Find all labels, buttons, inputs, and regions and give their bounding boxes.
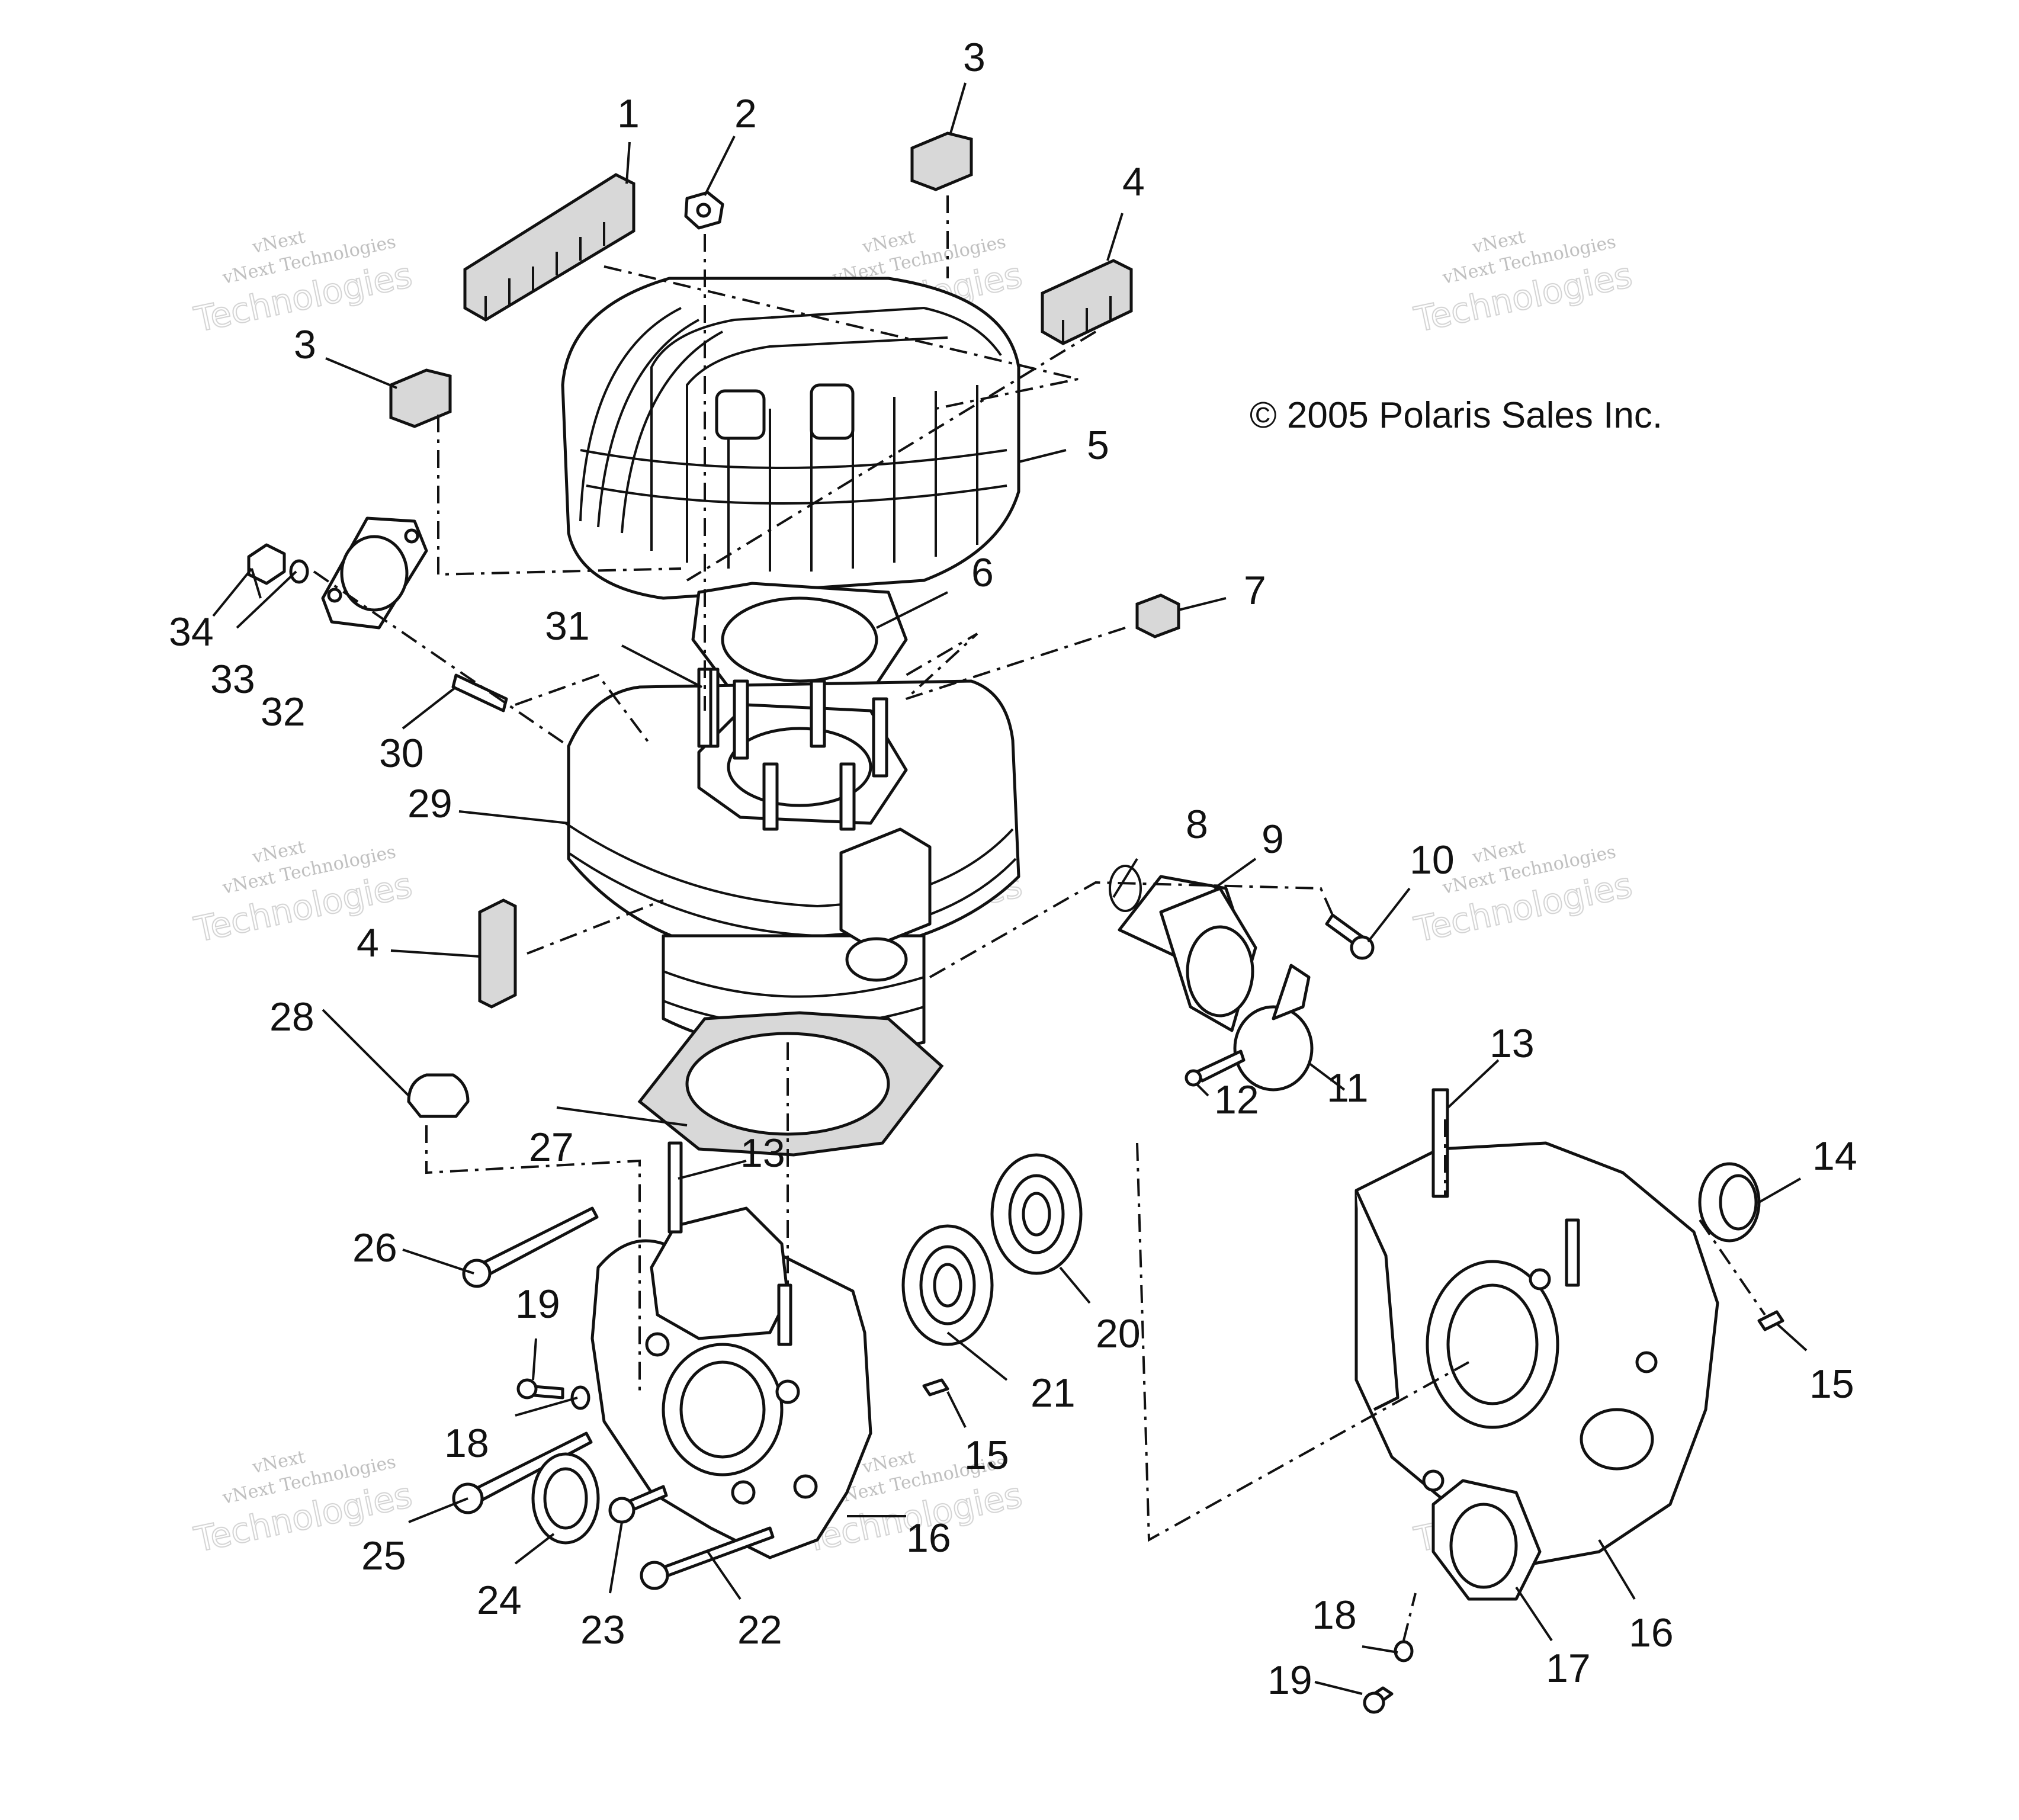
callout-16: 16 (906, 1516, 951, 1561)
callout-16: 16 (1629, 1610, 1674, 1655)
callout-15: 15 (1809, 1362, 1854, 1407)
callout-8: 8 (1186, 802, 1208, 847)
screw-12 (1185, 1049, 1246, 1087)
callout-13: 13 (740, 1131, 785, 1176)
assembly-lines (313, 195, 1766, 1641)
leader-lines (212, 82, 1808, 1695)
base-gasket-27 (637, 1011, 944, 1157)
gasket-17 (1431, 1479, 1542, 1601)
seal-14 (1698, 1162, 1761, 1243)
cylinder-head (561, 277, 1020, 600)
callout-7: 7 (1244, 568, 1266, 613)
fin-damper-3-left (389, 368, 452, 428)
screw-10 (1325, 913, 1375, 960)
bearing-20 (990, 1153, 1083, 1275)
callout-34: 34 (169, 609, 214, 654)
callout-30: 30 (379, 731, 424, 776)
callout-17: 17 (1546, 1646, 1591, 1691)
callout-19: 19 (1267, 1658, 1312, 1703)
dowel-15-left (922, 1378, 949, 1397)
stud-13-left (667, 1141, 683, 1234)
nut-34 (247, 543, 286, 585)
nut-2 (684, 191, 724, 230)
callout-2: 2 (734, 91, 757, 136)
callout-4: 4 (357, 920, 379, 965)
callouts: 1 2 3 3 4 4 5 6 7 8 9 10 11 12 13 13 14 … (169, 35, 1857, 1703)
callout-13: 13 (1490, 1021, 1535, 1066)
plug-7 (1135, 593, 1180, 638)
bearing-21 (901, 1224, 994, 1346)
callout-20: 20 (1096, 1311, 1141, 1356)
callout-26: 26 (352, 1225, 397, 1270)
callout-21: 21 (1031, 1370, 1076, 1415)
clamp-11 (1233, 964, 1314, 1092)
washer-18-right (1394, 1640, 1414, 1662)
callout-27: 27 (529, 1125, 574, 1170)
exhaust-gasket-32 (321, 516, 428, 630)
callout-12: 12 (1214, 1077, 1259, 1122)
cylinder-29 (564, 667, 1020, 1055)
callout-11: 11 (1327, 1065, 1369, 1110)
callout-25: 25 (361, 1533, 406, 1578)
watermark: vNext vNext Technologies Technologies (1410, 836, 1636, 951)
callout-33: 33 (210, 657, 255, 702)
intake-adapter-9 (1118, 875, 1257, 1032)
callout-23: 23 (580, 1607, 625, 1652)
callout-15: 15 (964, 1433, 1009, 1478)
head-gasket-6 (691, 582, 908, 695)
callout-6: 6 (971, 550, 994, 595)
callout-4: 4 (1122, 159, 1145, 204)
snap-ring-8 (1109, 865, 1142, 912)
copyright-notice: © 2005 Polaris Sales Inc. (1250, 395, 1662, 436)
callout-10: 10 (1410, 837, 1455, 882)
bolt-26 (462, 1206, 599, 1288)
callout-22: 22 (737, 1607, 782, 1652)
callout-1: 1 (617, 91, 640, 136)
callout-3: 3 (963, 35, 986, 80)
callout-31: 31 (545, 604, 590, 649)
screw-19-left (516, 1378, 564, 1399)
fin-damper-4-left (478, 898, 517, 1009)
callout-3: 3 (294, 322, 316, 367)
stud-13-right (1431, 1088, 1449, 1198)
watermark: vNext vNext Technologies Technologies (190, 226, 416, 341)
fin-damper-4-top (1041, 259, 1133, 345)
callout-14: 14 (1812, 1134, 1857, 1179)
watermark: vNext vNext Technologies Technologies (190, 836, 416, 951)
callout-19: 19 (515, 1282, 560, 1327)
washer-33 (289, 559, 309, 584)
screw-19-right (1363, 1686, 1394, 1714)
washer-18-left (570, 1385, 590, 1410)
callout-18: 18 (1312, 1593, 1357, 1638)
callout-9: 9 (1262, 817, 1284, 862)
seal-24 (531, 1452, 600, 1545)
dowel-15-right (1757, 1310, 1784, 1331)
callout-28: 28 (269, 994, 314, 1039)
nut-28 (407, 1073, 470, 1118)
crankcase-right-16 (1354, 1088, 1719, 1565)
watermark: vNext vNext Technologies Technologies (1410, 226, 1636, 341)
callout-5: 5 (1087, 423, 1109, 468)
callout-32: 32 (261, 689, 306, 734)
callout-18: 18 (444, 1421, 489, 1466)
fin-damper-1 (463, 173, 635, 322)
bolt-23 (608, 1485, 668, 1524)
callout-29: 29 (407, 781, 452, 826)
crankcase-left-16 (590, 1141, 872, 1559)
fin-damper-3-top (910, 131, 973, 191)
stud-30 (451, 673, 508, 712)
callout-24: 24 (477, 1578, 522, 1623)
bolt-22 (640, 1526, 775, 1590)
